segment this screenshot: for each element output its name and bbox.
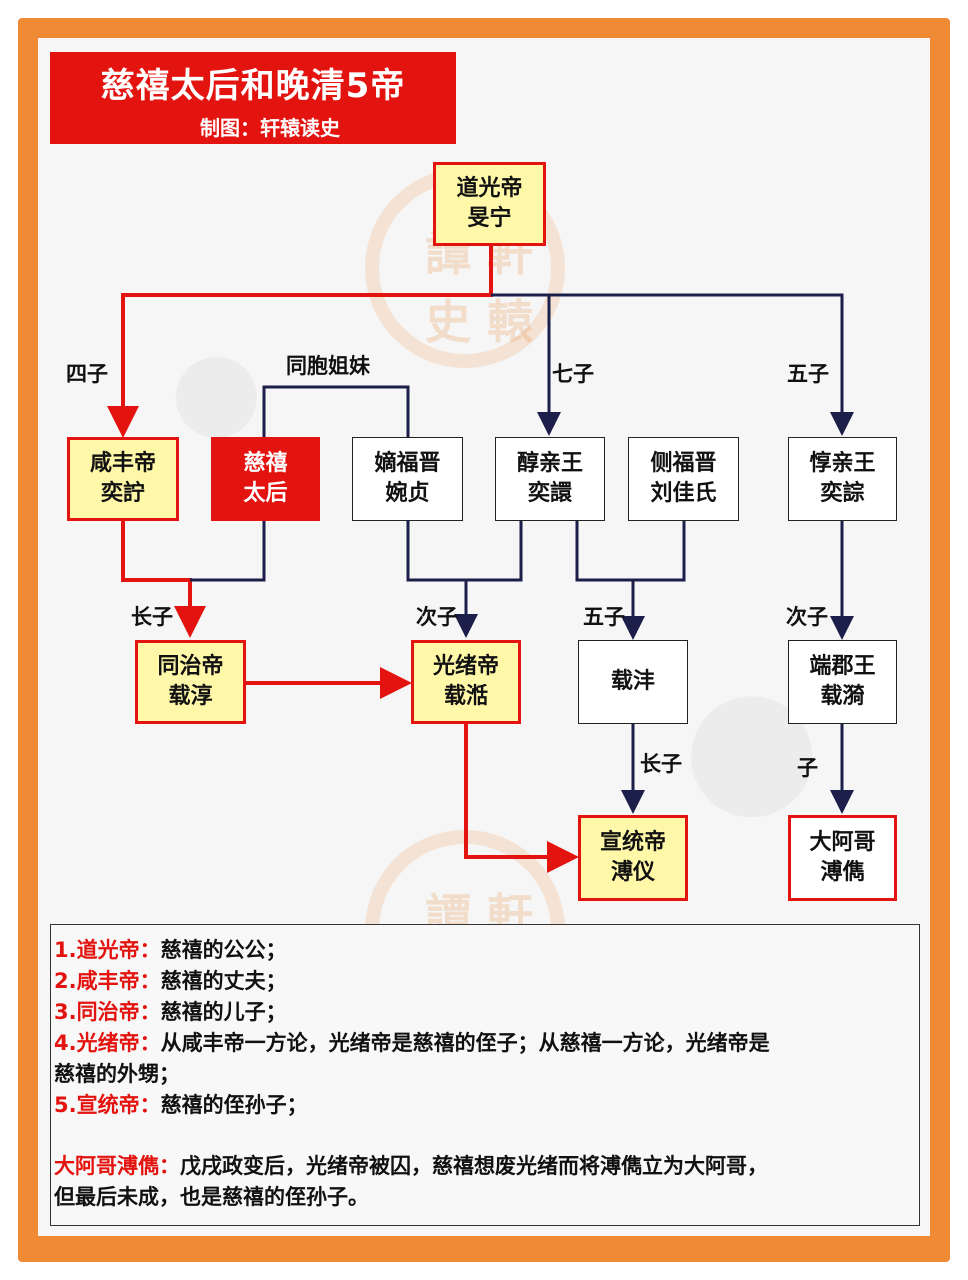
- label-fifth-son-dun: 五子: [787, 362, 829, 386]
- line-guangxu-xuantong: [464, 723, 579, 873]
- node-duan: 端郡王载漪: [788, 640, 897, 724]
- node-daoguang: 道光帝旻宁: [433, 162, 546, 246]
- line-difujin-guangxu: [406, 520, 478, 638]
- label-son-daage: 子: [797, 756, 818, 780]
- note-3: 3.同治帝：慈禧的儿子；: [54, 1000, 287, 1024]
- label-seventh-son: 七子: [552, 362, 594, 386]
- line-cixi-tongzhi: [190, 520, 266, 582]
- node-cixi: 慈禧太后: [211, 437, 320, 521]
- note-5: 5.宣统帝：慈禧的侄孙子；: [54, 1093, 308, 1117]
- node-guangxu: 光绪帝载湉: [411, 640, 521, 724]
- label-eldest-son-puyi: 长子: [640, 752, 682, 776]
- notes-panel: 1.道光帝：慈禧的公公； 2.咸丰帝：慈禧的丈夫； 3.同治帝：慈禧的儿子； 4…: [50, 924, 920, 1226]
- line-xianfeng-tongzhi: [121, 520, 206, 638]
- label-eldest-son-tongzhi: 长子: [131, 605, 173, 629]
- note-1: 1.道光帝：慈禧的公公；: [54, 938, 287, 962]
- label-sisters: 同胞姐妹: [286, 354, 370, 378]
- node-xianfeng: 咸丰帝奕詝: [67, 437, 179, 521]
- line-cefujin-zaifeng: [633, 520, 686, 582]
- note-4: 4.光绪帝：从咸丰帝一方论，光绪帝是慈禧的侄子；从慈禧一方论，光绪帝是: [54, 1031, 770, 1055]
- label-second-son-duan: 次子: [786, 605, 828, 629]
- note-daage: 大阿哥溥儁：戊戌政变后，光绪帝被囚，慈禧想废光绪而将溥儁立为大阿哥，: [54, 1154, 768, 1178]
- note-4-cont: 慈禧的外甥；: [54, 1062, 180, 1086]
- page-subtitle: 制图：轩辕读史: [200, 116, 340, 140]
- page-title: 慈禧太后和晚清5帝: [100, 66, 406, 106]
- line-chun-zaifeng: [575, 520, 645, 640]
- node-tongzhi: 同治帝载淳: [135, 640, 246, 724]
- line-daoguang-xianfeng: [107, 245, 493, 438]
- node-dun: 惇亲王奕誴: [788, 437, 897, 521]
- node-cefujin: 侧福晋刘佳氏: [628, 437, 739, 521]
- line-sisters: [262, 385, 410, 437]
- node-xuantong: 宣统帝溥仪: [578, 815, 688, 901]
- node-daage: 大阿哥溥儁: [788, 815, 897, 901]
- node-zaifeng: 载沣: [578, 640, 688, 724]
- node-chun: 醇亲王奕譞: [495, 437, 605, 521]
- label-second-son-guangxu: 次子: [416, 605, 458, 629]
- line-daoguang-chun-dun: [491, 293, 854, 436]
- label-fifth-son-zaifeng: 五子: [583, 605, 625, 629]
- note-daage-cont: 但最后未成，也是慈禧的侄孙子。: [54, 1185, 369, 1209]
- note-2: 2.咸丰帝：慈禧的丈夫；: [54, 969, 287, 993]
- line-chun-guangxu: [466, 520, 523, 582]
- label-fourth-son: 四子: [66, 362, 108, 386]
- node-difujin: 嫡福晋婉贞: [352, 437, 463, 521]
- title-banner: 慈禧太后和晚清5帝 制图：轩辕读史: [50, 52, 456, 144]
